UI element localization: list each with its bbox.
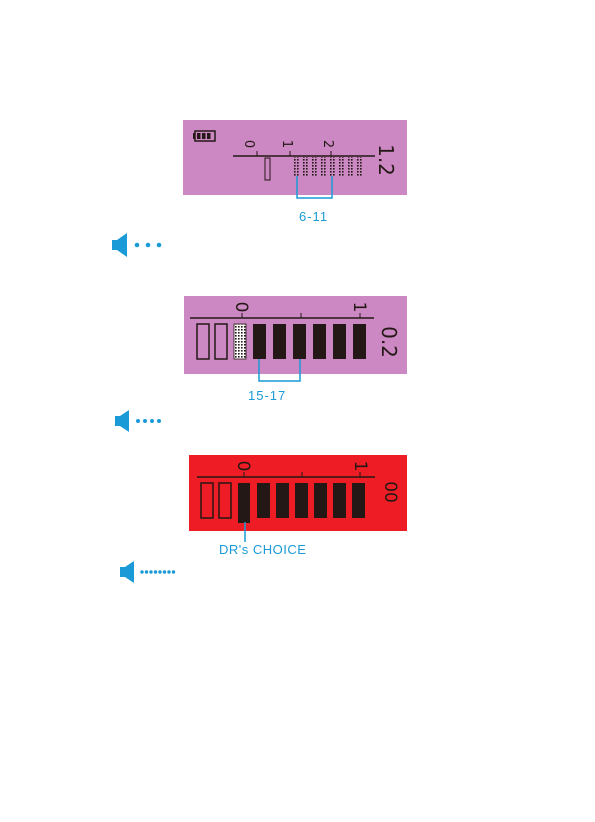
scale-label-0: 0 <box>233 461 253 472</box>
speaker-icon <box>118 560 180 584</box>
acuity-reading: 0.2 <box>377 326 401 358</box>
speaker-icon <box>113 409 173 433</box>
scale-label-1: 1 <box>350 461 370 472</box>
callout-bracket-1 <box>294 176 336 202</box>
scale-label-2: 2 <box>320 140 335 148</box>
callout-label-3: DR's CHOICE <box>219 542 306 557</box>
scale-label-1: 1 <box>349 302 369 313</box>
acuity-reading: 00 <box>380 481 400 503</box>
scale-label-0: 0 <box>241 140 256 148</box>
speaker-icon <box>110 232 170 258</box>
callout-bracket-2 <box>256 359 304 385</box>
callout-label-1: 6-11 <box>299 209 328 224</box>
callout-label-2: 15-17 <box>248 388 286 403</box>
callout-pointer-3 <box>242 522 248 544</box>
acuity-reading: 1.2 <box>374 144 398 176</box>
lcd-display-3: 0 1 00 <box>189 455 407 531</box>
scale-label-0: 0 <box>231 302 251 313</box>
scale-label-1: 1 <box>279 140 294 148</box>
